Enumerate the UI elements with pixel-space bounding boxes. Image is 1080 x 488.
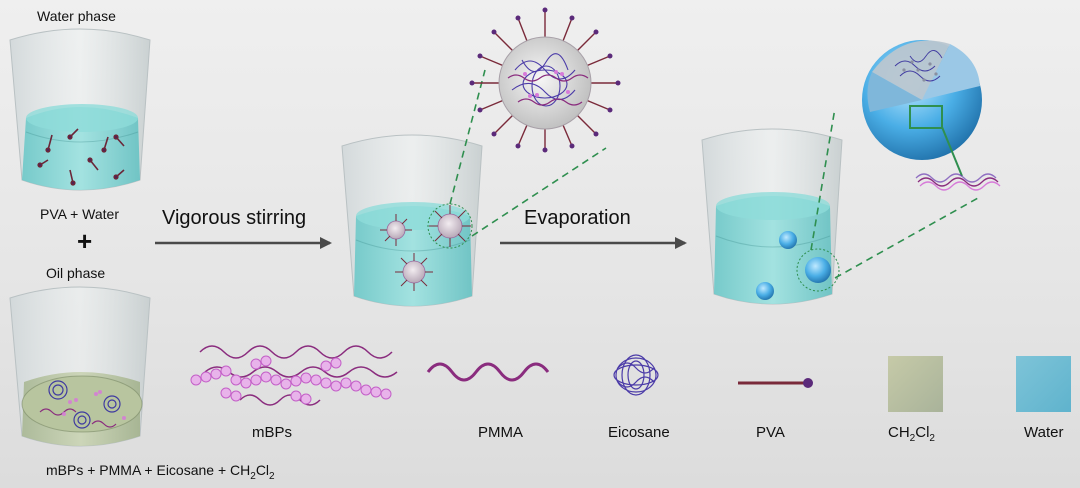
legend-label-water: Water [1024,424,1064,441]
magnified-emulsion-droplet [469,7,621,153]
oil-phase-components: mBPs + PMMA + Eicosane + CH2Cl2 [46,462,275,482]
ch2cl2-swatch [888,356,943,412]
microcapsule [756,282,774,300]
step-evaporation-label: Evaporation [524,207,631,229]
legend-label-pva: PVA [756,424,785,441]
emulsion-droplet-highlighted [427,203,473,249]
legend-label-ch2cl2: CH2Cl2 [888,424,935,444]
emulsion-droplet [395,253,433,291]
step-stirring-label: Vigorous stirring [162,207,307,229]
emulsion-droplet [380,214,412,246]
microcapsule [779,231,797,249]
legend-label-mbps: mBPs [252,424,293,441]
mbps-icon [190,345,398,406]
oil-droplet-contents [48,380,121,429]
water-swatch [1016,356,1071,412]
microcapsule-beaker [701,128,843,305]
legend-label-eicosane: Eicosane [608,424,670,441]
microcapsule-highlighted [805,257,831,283]
water-phase-beaker [9,28,151,191]
zoom-line [834,197,979,279]
zoom-line [471,147,607,237]
pva-icon [738,378,813,388]
zoom-line [810,107,836,251]
water-phase-title: Water phase [37,8,116,24]
pva-molecules [37,128,125,186]
magnified-microcapsule [862,40,1001,191]
oil-phase-beaker [9,286,151,447]
plus-sign: + [77,226,93,256]
oil-phase-title: Oil phase [46,265,106,281]
eicosane-icon [613,354,659,396]
water-phase-components: PVA + Water [40,206,119,222]
legend-label-pmma: PMMA [478,424,523,441]
pmma-icon [426,362,550,382]
emulsion-beaker [341,134,483,307]
